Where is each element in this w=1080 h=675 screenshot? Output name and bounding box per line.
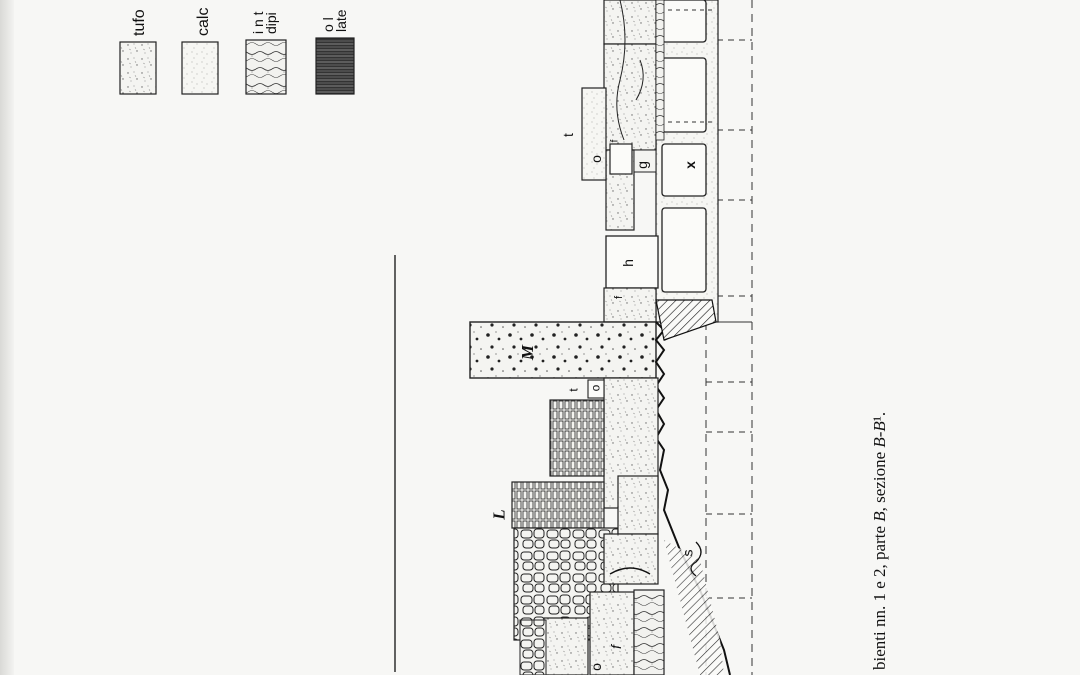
label-x: x <box>681 161 698 169</box>
legend-swatch-late <box>315 37 355 95</box>
label-t-top: t <box>559 133 576 137</box>
label-g: g <box>633 161 650 169</box>
legend-swatch-calc <box>181 41 219 95</box>
caption-middle: , sezione <box>870 447 889 512</box>
foundation-blocks <box>655 0 719 323</box>
brick-column <box>549 399 605 477</box>
legend-swatch-tufo <box>119 41 157 95</box>
caption-section: B-B <box>870 421 889 448</box>
label-o-top: o <box>587 155 604 163</box>
top-small-blocks <box>581 87 633 181</box>
label-f-low: f <box>607 645 624 649</box>
label-f-top: f <box>609 139 621 143</box>
label-o-mid: o <box>588 384 603 392</box>
legend-label-calc: calc <box>195 7 212 36</box>
block-L <box>511 481 605 529</box>
legend-swatch-int <box>245 39 287 95</box>
legend <box>119 37 355 95</box>
legend-label-late: o l late <box>320 9 349 32</box>
legend-label-tufo: tufo <box>131 9 148 36</box>
caption-part: B <box>870 511 889 522</box>
caption-suffix: ¹. <box>870 411 889 422</box>
legend-label-late-line2: late <box>333 9 349 32</box>
legend-label-int: i n t dipi <box>250 11 279 34</box>
caption-prefix: bienti nn. 1 e 2, parte <box>870 521 889 670</box>
label-o-low: o <box>587 663 604 671</box>
label-t-mid: t <box>566 388 581 392</box>
figure-caption: bienti nn. 1 e 2, parte B, sezione B-B¹. <box>870 412 890 670</box>
block-M <box>469 321 657 379</box>
label-M: M <box>518 344 538 361</box>
page-gutter-shadow <box>0 0 14 675</box>
label-s: s <box>679 549 696 557</box>
label-L: L <box>489 509 509 520</box>
label-h: h <box>619 259 636 267</box>
label-f-mid: f <box>613 295 626 300</box>
legend-label-int-line2: dipi <box>263 12 279 34</box>
